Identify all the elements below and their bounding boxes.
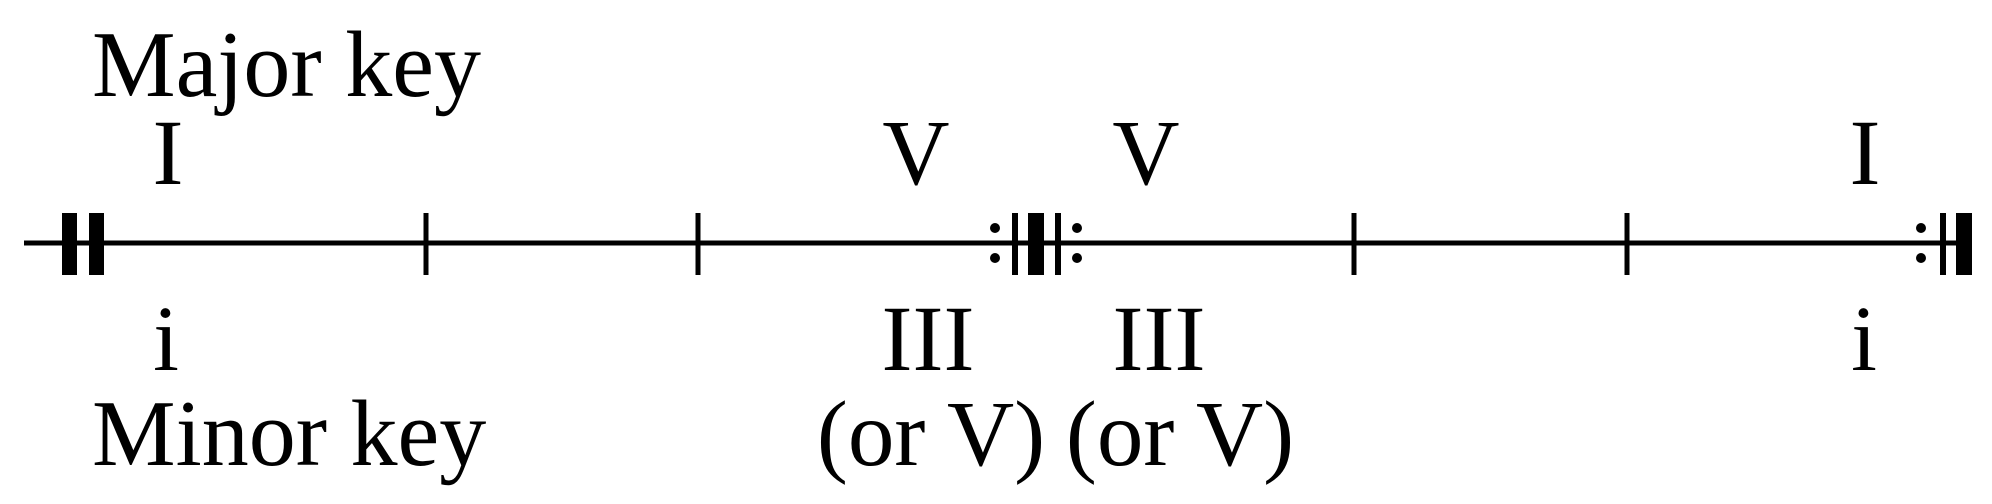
timeline-line (24, 240, 1972, 246)
major-label-I-end: I (1849, 102, 1881, 205)
major-key-title: Major key (92, 13, 481, 117)
middle-repeat-left-dot-0 (990, 223, 1000, 233)
measure-tick-3 (1624, 213, 1630, 275)
major-label-V-first-half: V (882, 102, 950, 205)
middle-repeat-right-dot-0 (1072, 223, 1082, 233)
minor-label-i-start: i (153, 288, 179, 391)
measure-tick-1 (695, 213, 701, 275)
major-label-V-second-half: V (1112, 102, 1180, 205)
end-repeat-bar-0 (1940, 213, 1946, 275)
end-repeat-dot-0 (1916, 223, 1926, 233)
middle-repeat-bar-2 (1055, 213, 1061, 275)
minor-alternate-first-half: (or V) (816, 383, 1046, 486)
minor-key-title: Minor key (92, 382, 487, 486)
end-repeat-bar-1 (1956, 213, 1972, 275)
middle-repeat-right-dot-1 (1072, 253, 1082, 263)
measure-tick-2 (1351, 213, 1357, 275)
minor-alternate-second-half: (or V) (1065, 383, 1295, 486)
minor-label-i-end: i (1851, 288, 1877, 391)
middle-repeat-bar-0 (1012, 213, 1018, 275)
start-barline-bar-1 (89, 213, 104, 275)
middle-repeat-left-dot-1 (990, 253, 1000, 263)
minor-label-III-first-half: III (881, 288, 975, 391)
start-barline-bar-0 (62, 213, 77, 275)
minor-label-III-second-half: III (1112, 288, 1206, 391)
end-repeat-dot-1 (1916, 253, 1926, 263)
major-label-I-start: I (152, 102, 184, 205)
middle-repeat-bar-1 (1028, 213, 1044, 275)
measure-tick-0 (423, 213, 429, 275)
